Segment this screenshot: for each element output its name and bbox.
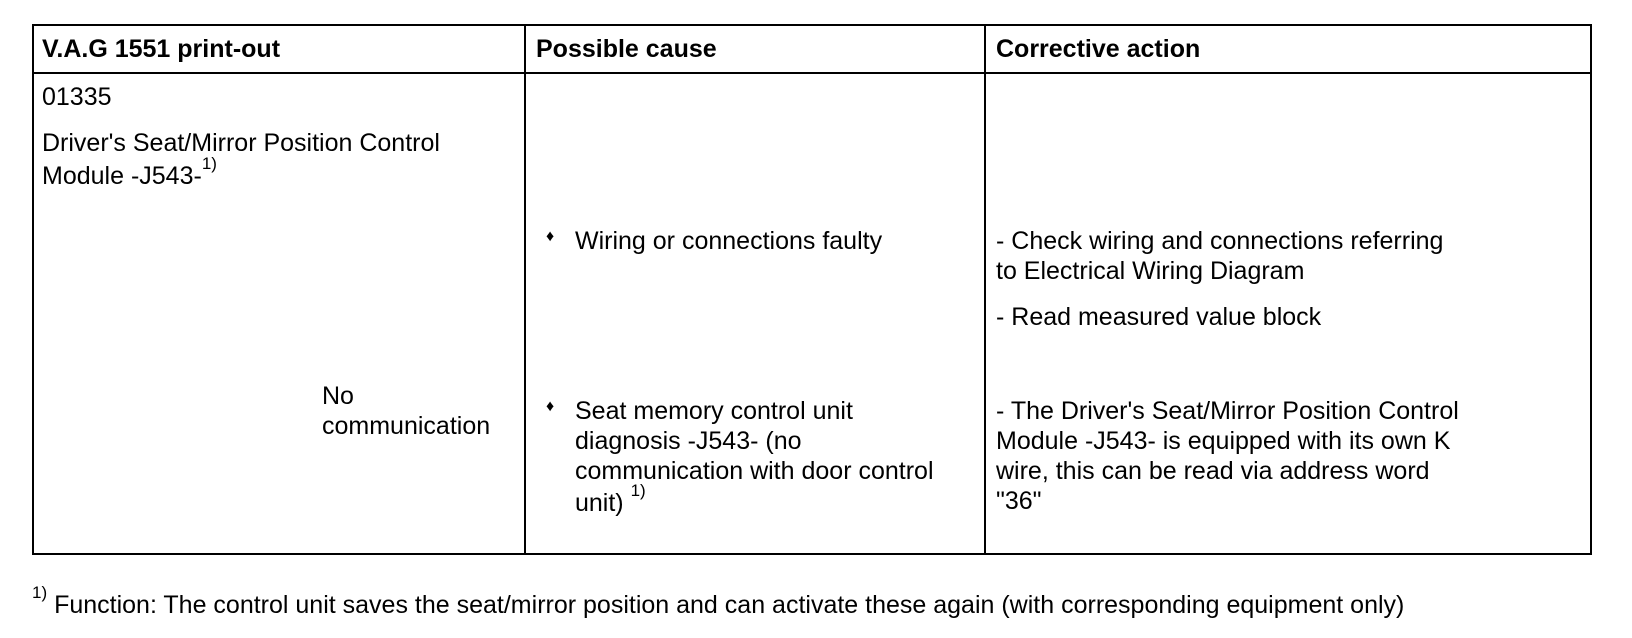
action-k-wire-line3: wire, this can be read via address word <box>996 457 1430 485</box>
possible-cause-wiring: Wiring or connections faulty <box>575 227 883 255</box>
footnote-ref: 1) <box>201 154 217 173</box>
footnote: 1) Function: The control unit saves the … <box>32 584 1405 620</box>
header-corrective-action: Corrective action <box>996 35 1201 63</box>
action-check-wiring-line1: - Check wiring and connections referring <box>996 227 1444 255</box>
possible-cause-diagnosis-line1: Seat memory control unit <box>575 397 853 425</box>
component-name-line2: Module -J543-1) <box>42 154 217 190</box>
footnote-text: Function: The control unit saves the sea… <box>47 591 1405 619</box>
header-possible-cause: Possible cause <box>536 35 717 63</box>
action-k-wire-line1: - The Driver's Seat/Mirror Position Cont… <box>996 397 1459 425</box>
footnote-marker: 1) <box>32 583 48 602</box>
possible-cause-diagnosis-line2: diagnosis -J543- (no <box>575 427 802 455</box>
footnote-ref: 1) <box>630 481 646 500</box>
component-name-line1: Driver's Seat/Mirror Position Control <box>42 129 440 157</box>
column-divider <box>984 26 986 553</box>
possible-cause-diagnosis-line4: unit) 1) <box>575 481 646 517</box>
fault-code: 01335 <box>42 83 112 111</box>
fault-type-line1: No <box>322 382 354 410</box>
action-k-wire-line4: "36" <box>996 487 1042 515</box>
action-read-measured-value: - Read measured value block <box>996 303 1322 331</box>
possible-cause-diagnosis-line3: communication with door control <box>575 457 934 485</box>
fault-table: V.A.G 1551 print-out Possible cause Corr… <box>32 24 1592 555</box>
action-k-wire-line2: Module -J543- is equipped with its own K <box>996 427 1451 455</box>
diamond-bullet-icon: ♦ <box>546 228 555 245</box>
header-printout: V.A.G 1551 print-out <box>42 35 281 63</box>
column-divider <box>524 26 526 553</box>
header-divider <box>34 72 1590 74</box>
action-check-wiring-line2: to Electrical Wiring Diagram <box>996 257 1305 285</box>
diamond-bullet-icon: ♦ <box>546 398 555 415</box>
fault-type-line2: communication <box>322 412 491 440</box>
